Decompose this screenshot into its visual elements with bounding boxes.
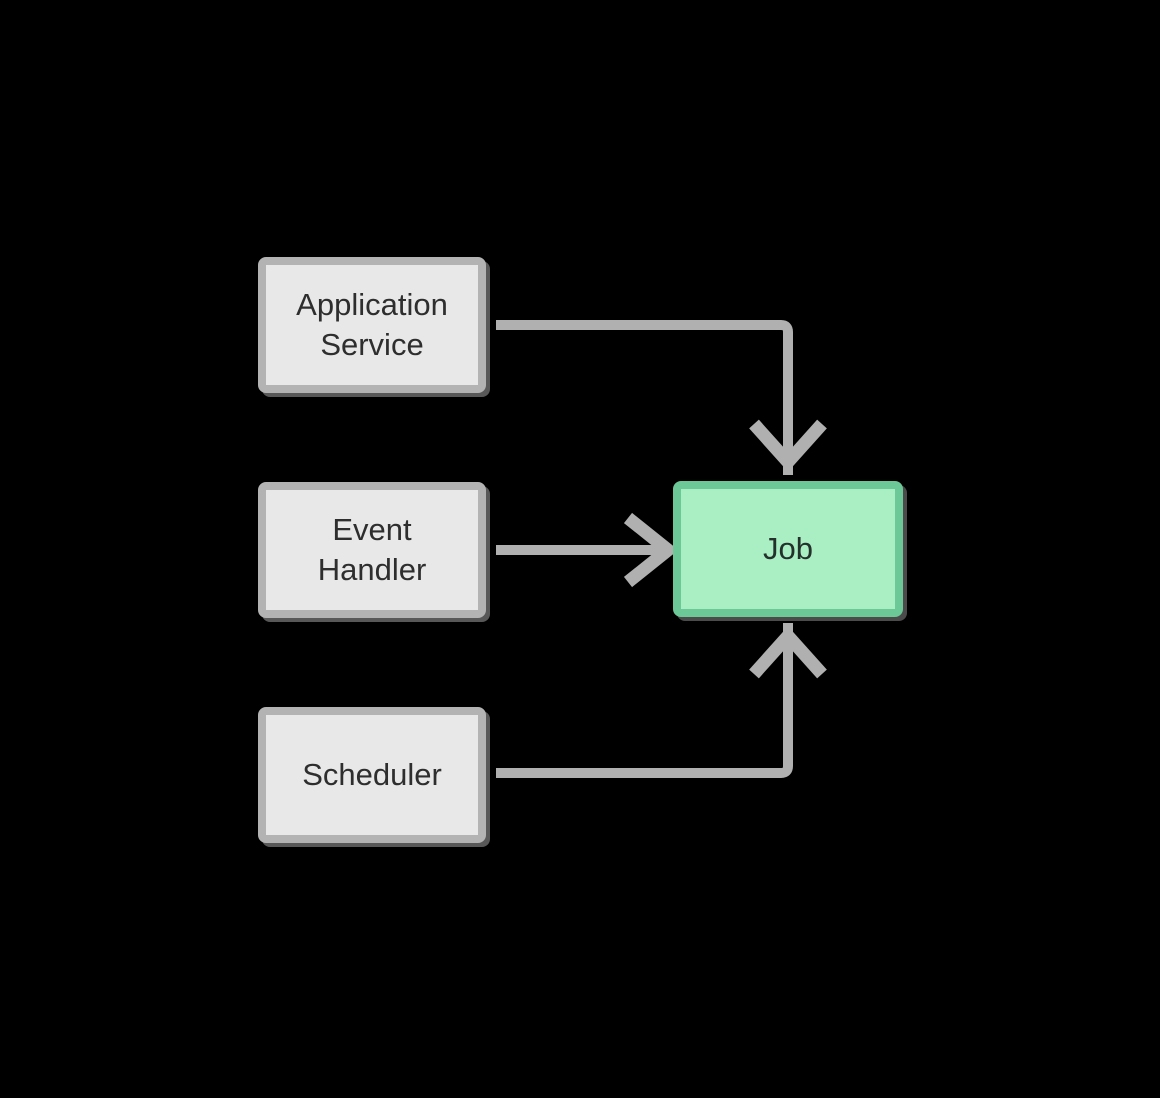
arrowhead-down-icon xyxy=(749,419,827,472)
node-scheduler-label: Scheduler xyxy=(302,757,442,793)
node-scheduler[interactable]: Scheduler xyxy=(258,707,486,843)
node-job[interactable]: Job xyxy=(673,481,903,617)
arrowhead-right-icon xyxy=(623,512,679,588)
node-application-service-label: Application Service xyxy=(296,287,448,362)
edge-event-handler-to-job xyxy=(496,512,679,588)
node-event-handler-label: Event Handler xyxy=(317,512,427,587)
node-event-handler[interactable]: Event Handler xyxy=(258,482,486,618)
edge-scheduler-to-job xyxy=(496,623,827,778)
edge-line-scheduler-to-job xyxy=(496,646,793,778)
edge-application-service-to-job xyxy=(496,320,827,475)
node-application-service[interactable]: Application Service xyxy=(258,257,486,393)
edge-line-application-service-to-job xyxy=(496,320,793,452)
arrowhead-up-icon xyxy=(749,626,827,679)
node-job-label: Job xyxy=(763,531,813,567)
